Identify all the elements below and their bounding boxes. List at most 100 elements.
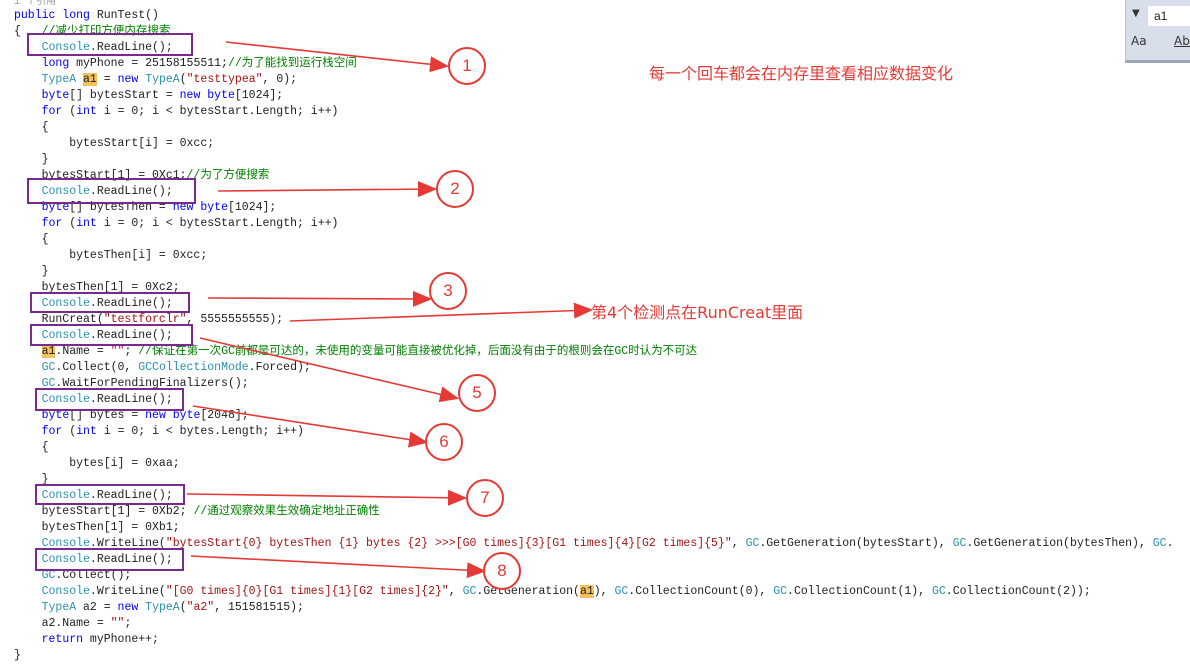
code-token: (: [62, 425, 77, 438]
code-token: "[G0 times]{0}[G1 times]{1}[G2 times]{2}…: [165, 585, 449, 598]
code-line[interactable]: Console.ReadLine();: [14, 184, 173, 200]
code-token: .Forced);: [248, 361, 311, 374]
code-line[interactable]: Console.ReadLine();: [14, 488, 173, 504]
code-token: GC: [41, 361, 56, 374]
code-token: bytesThen[1] = 0Xc2;: [14, 281, 180, 294]
code-token: GCCollectionMode: [138, 361, 249, 374]
code-token: , 5555555555);: [186, 313, 284, 326]
code-token: TypeA: [145, 601, 180, 614]
code-line[interactable]: long myPhone = 25158155511;//为了能找到运行栈空间: [14, 56, 357, 72]
code-token: GC: [41, 377, 56, 390]
code-line[interactable]: RunCreat("testforclr", 5555555555);: [14, 312, 284, 328]
marker-7: 7: [466, 479, 504, 517]
code-line[interactable]: bytesThen[1] = 0Xc2;: [14, 280, 180, 296]
code-line[interactable]: byte[] bytesThen = new byte[1024];: [14, 200, 277, 216]
code-line[interactable]: TypeA a1 = new TypeA("testtypea", 0);: [14, 72, 297, 88]
code-token: int: [76, 425, 97, 438]
code-line[interactable]: Console.WriteLine("bytesStart{0} bytesTh…: [14, 536, 1174, 552]
code-line[interactable]: {: [14, 120, 49, 136]
code-token: byte: [172, 409, 201, 422]
code-token: [] bytesStart =: [69, 89, 180, 102]
code-line[interactable]: a2.Name = "";: [14, 616, 132, 632]
code-line[interactable]: return myPhone++;: [14, 632, 159, 648]
code-line[interactable]: TypeA a2 = new TypeA("a2", 151581515);: [14, 600, 304, 616]
marker-2: 2: [436, 170, 474, 208]
code-line[interactable]: bytesStart[1] = 0Xb2; //通过观察效果生效确定地址正确性: [14, 504, 380, 520]
code-line[interactable]: GC.Collect();: [14, 568, 132, 584]
code-token: bytesThen[1] = 0Xb1;: [14, 521, 180, 534]
code-token: GC: [745, 537, 760, 550]
code-line[interactable]: byte[] bytes = new byte[2048];: [14, 408, 249, 424]
code-line[interactable]: bytesThen[i] = 0xcc;: [14, 248, 207, 264]
code-line[interactable]: bytesStart[i] = 0xcc;: [14, 136, 214, 152]
code-token: "": [110, 617, 125, 630]
readline-highlight-box: [27, 178, 196, 204]
match-case-option[interactable]: Aa: [1131, 34, 1147, 48]
code-token: //为了方便搜索: [186, 169, 270, 182]
code-line[interactable]: GC.WaitForPendingFinalizers();: [14, 376, 249, 392]
code-token: byte: [41, 89, 70, 102]
code-token: .WaitForPendingFinalizers();: [55, 377, 249, 390]
code-line[interactable]: {: [14, 232, 49, 248]
code-token: byte: [207, 89, 235, 102]
code-token: .CollectionCount(1),: [787, 585, 932, 598]
code-line[interactable]: a1.Name = ""; //保证在第一次GC前都是可达的，未使用的变量可能直…: [14, 344, 697, 360]
code-token: ,: [731, 537, 746, 550]
chevron-down-icon[interactable]: ▼: [1132, 8, 1140, 19]
code-token: GC: [41, 569, 56, 582]
find-input[interactable]: a1: [1148, 6, 1190, 26]
code-line[interactable]: }: [14, 152, 49, 168]
code-line[interactable]: for (int i = 0; i < bytesStart.Length; i…: [14, 216, 339, 232]
code-token: RunTest(): [89, 9, 159, 22]
code-line[interactable]: Console.ReadLine();: [14, 40, 173, 56]
code-line[interactable]: Console.ReadLine();: [14, 392, 173, 408]
code-line[interactable]: Console.WriteLine("[G0 times]{0}[G1 time…: [14, 584, 1091, 600]
code-line[interactable]: for (int i = 0; i < bytes.Length; i++): [14, 424, 304, 440]
code-token: //为了能找到运行栈空间: [227, 57, 357, 70]
code-token: RunCreat(: [14, 313, 104, 326]
code-line[interactable]: bytes[i] = 0xaa;: [14, 456, 179, 472]
code-token: return: [41, 633, 84, 646]
code-line[interactable]: }: [14, 648, 21, 664]
code-token: i = 0; i < bytesStart.Length; i++): [96, 217, 339, 230]
marker-5: 5: [458, 374, 496, 412]
code-token: "testforclr": [103, 313, 187, 326]
note-main: 每一个回车都会在内存里查看相应数据变化: [649, 64, 954, 83]
note-checkpoint-4: 第4个检测点在RunCreat里面: [591, 303, 804, 322]
code-token: .ReadLine();: [89, 393, 173, 406]
arrow-1: [225, 41, 450, 73]
code-token: [] bytes =: [69, 409, 146, 422]
code-line[interactable]: Console.ReadLine();: [14, 296, 173, 312]
code-token: GC: [1152, 537, 1167, 550]
code-token: byte: [41, 409, 70, 422]
code-token: 1 个引用: [14, 0, 57, 8]
code-token: myPhone++;: [83, 633, 159, 646]
marker-3: 3: [429, 272, 467, 310]
code-token: .ReadLine();: [89, 553, 173, 566]
code-line[interactable]: {: [14, 440, 49, 456]
code-line[interactable]: }: [14, 472, 49, 488]
code-line[interactable]: bytesThen[1] = 0Xb1;: [14, 520, 180, 536]
code-token: (: [179, 601, 187, 614]
code-token: TypeA: [41, 73, 77, 86]
code-token: .GetGeneration(bytesStart),: [759, 537, 953, 550]
code-token: a1: [579, 585, 594, 598]
code-token: //通过观察效果生效确定地址正确性: [193, 505, 380, 518]
arrow-8: [190, 555, 487, 579]
code-line[interactable]: Console.ReadLine();: [14, 328, 173, 344]
code-token: "": [110, 345, 125, 358]
code-line[interactable]: GC.Collect(0, GCCollectionMode.Forced);: [14, 360, 311, 376]
arrow-3: [207, 290, 433, 307]
code-line[interactable]: for (int i = 0; i < bytesStart.Length; i…: [14, 104, 339, 120]
code-token: byte: [41, 201, 70, 214]
code-line[interactable]: Console.ReadLine();: [14, 552, 173, 568]
code-token: .CollectionCount(2));: [945, 585, 1091, 598]
whole-word-option[interactable]: Ab: [1174, 34, 1190, 48]
code-line[interactable]: public long RunTest(): [14, 8, 159, 24]
code-line[interactable]: byte[] bytesStart = new byte[1024];: [14, 88, 284, 104]
code-line[interactable]: 1 个引用: [14, 0, 56, 10]
code-line[interactable]: }: [14, 264, 49, 280]
code-token: (: [62, 217, 77, 230]
